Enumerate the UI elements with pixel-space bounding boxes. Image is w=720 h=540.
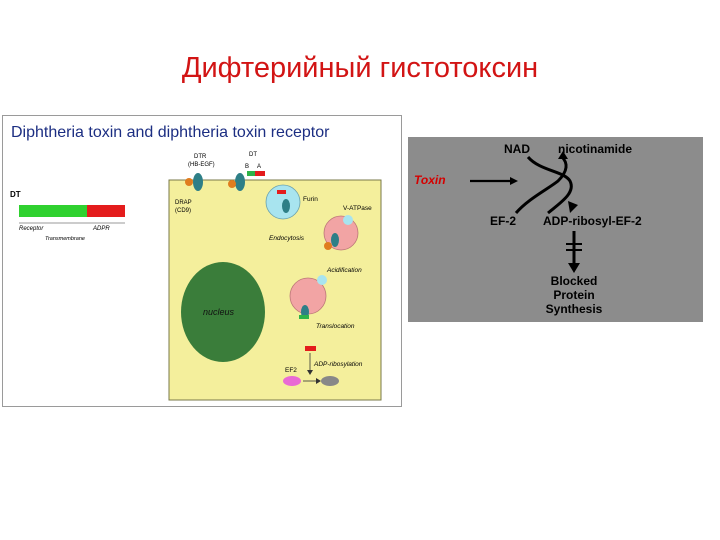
acidification-label: Acidification xyxy=(326,267,362,274)
dtr-receptor-right xyxy=(235,173,245,191)
receptor-label: Receptor xyxy=(19,226,44,232)
acidified-receptor xyxy=(331,233,339,247)
nicotinamide-arrowhead xyxy=(558,151,568,159)
v-atpase-pump xyxy=(343,215,353,225)
slide-title: Дифтерийный гистотоксин xyxy=(181,52,539,84)
toxin-label: Toxin xyxy=(414,173,446,187)
adp-ribosylation-label: ADP-ribosylation xyxy=(313,361,363,368)
dt-a-fragment xyxy=(255,171,265,176)
adp-ribosyl-label: ADP-ribosyl-EF-2 xyxy=(543,214,642,228)
blocked-arrowhead xyxy=(568,263,580,273)
nucleus-label: nucleus xyxy=(203,307,235,317)
ef2-to-nicotinamide-curve xyxy=(514,155,568,214)
hbegf-label: (HB-EGF) xyxy=(188,162,215,168)
blocked-line-2: Protein xyxy=(553,288,594,302)
adpr-label: ADPR xyxy=(92,226,110,232)
translocation-b-fragment xyxy=(299,315,309,319)
vesicle-receptor xyxy=(282,199,290,213)
reaction-scheme: NAD nicotinamide Toxin EF-2 ADP-ribosyl-… xyxy=(408,137,703,322)
nad-to-ef2-curve xyxy=(526,155,573,215)
nad-label: NAD xyxy=(504,142,530,156)
adpr-domain-bar xyxy=(87,205,125,217)
acidified-drap xyxy=(324,242,332,250)
translocation-pump xyxy=(317,275,327,285)
dtr-label: DTR xyxy=(194,154,207,160)
vatpase-label: V-ATPase xyxy=(343,205,372,212)
ef2-reactant-label: EF-2 xyxy=(490,214,516,228)
ribosylation-arrowhead xyxy=(307,370,313,375)
blocked-line-3: Synthesis xyxy=(546,302,603,316)
reaction-diagram: NAD nicotinamide Toxin EF-2 ADP-ribosyl-… xyxy=(408,137,703,322)
heading-band xyxy=(3,116,401,146)
free-a-fragment xyxy=(305,346,316,351)
diphtheria-toxin-figure: Diphtheria toxin and diphtheria toxin re… xyxy=(2,115,402,407)
drap-left xyxy=(185,178,193,186)
drap-label: DRAP xyxy=(175,200,192,206)
ef2-protein xyxy=(283,376,301,386)
ef2-label: EF2 xyxy=(285,367,297,374)
nicotinamide-label: nicotinamide xyxy=(558,142,632,156)
transmembrane-label: Transmembrane xyxy=(45,236,85,242)
ef2-arrowhead xyxy=(316,378,321,384)
endocytosis-label: Endocytosis xyxy=(269,235,305,242)
dt-label: DT xyxy=(10,190,21,199)
ef2-modified xyxy=(321,376,339,386)
drap-right xyxy=(228,180,236,188)
adp-ribosyl-arrowhead xyxy=(568,201,578,213)
vesicle-toxin xyxy=(277,190,286,194)
receptor-domain-bar xyxy=(19,205,87,217)
figure-heading: Diphtheria toxin and diphtheria toxin re… xyxy=(11,124,330,141)
a-label: A xyxy=(257,164,261,170)
furin-label: Furin xyxy=(303,196,318,203)
nucleus xyxy=(181,262,265,362)
dt-b-fragment xyxy=(247,171,261,176)
translocation-label: Translocation xyxy=(316,323,355,330)
toxin-receptor-diagram: Diphtheria toxin and diphtheria toxin re… xyxy=(3,116,401,401)
toxin-arrowhead xyxy=(510,177,518,185)
scheme-background xyxy=(408,137,703,322)
cd9-label: (CD9) xyxy=(175,208,191,214)
dt-top-label: DT xyxy=(249,152,257,158)
blocked-line-1: Blocked xyxy=(551,274,598,288)
b-label: B xyxy=(245,164,249,170)
dtr-receptor-left xyxy=(193,173,203,191)
